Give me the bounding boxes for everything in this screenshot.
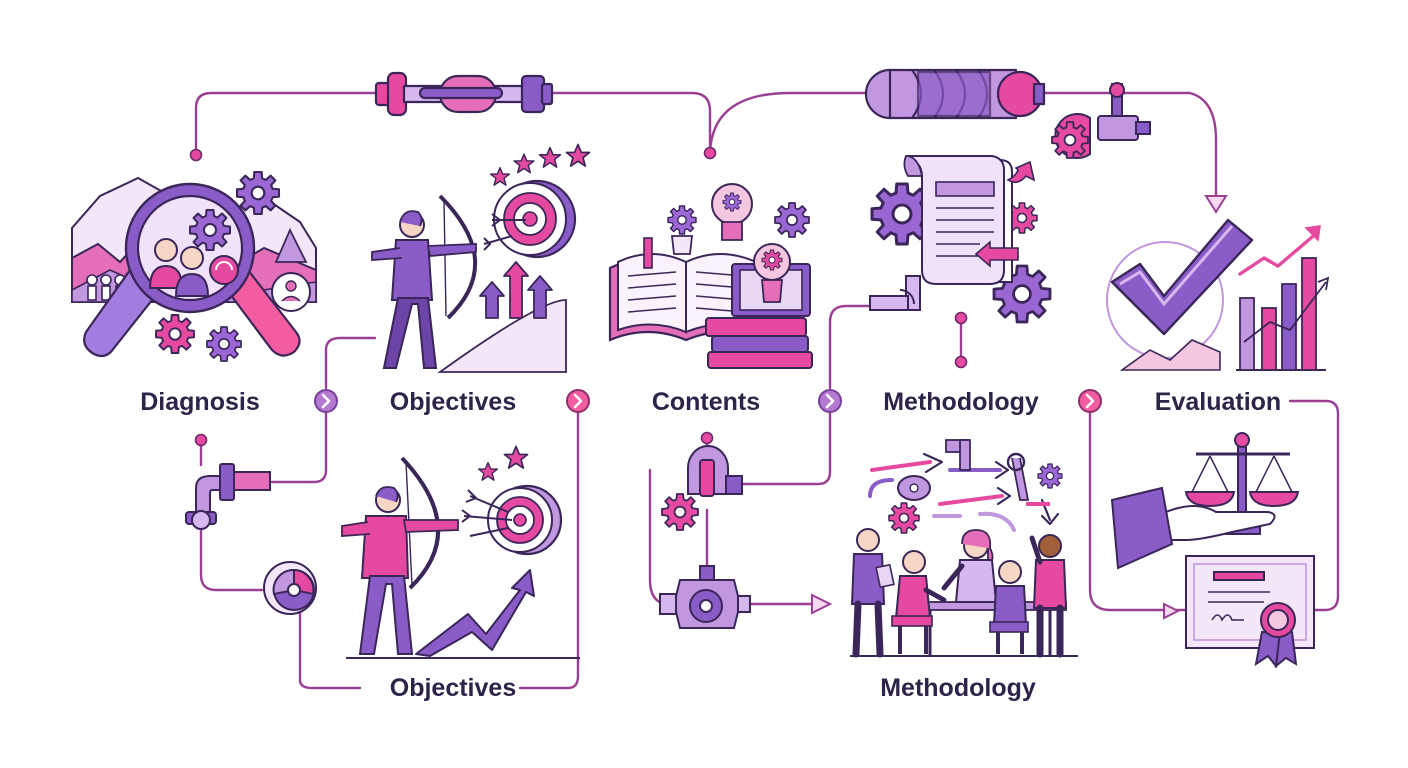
diagnosis-label: Diagnosis xyxy=(140,388,259,416)
chevron-right-icon xyxy=(566,389,590,413)
pipe-connector-icon xyxy=(864,68,1046,120)
certificate-icon xyxy=(1185,555,1315,669)
objectives-bottom-label: Objectives xyxy=(390,674,516,702)
arrowhead-methodology xyxy=(811,593,833,615)
methodology-bottom-illustration xyxy=(850,439,1078,658)
pipe-connector-icon xyxy=(374,71,554,117)
methodology-label: Methodology xyxy=(883,388,1039,416)
arrowhead-evaluation xyxy=(1204,195,1228,214)
valve-icon xyxy=(1051,82,1151,159)
methodology-top-illustration xyxy=(869,155,1052,324)
hand-icon xyxy=(1110,486,1276,570)
pipe-connector-icon xyxy=(185,463,317,615)
objectives-top-illustration xyxy=(371,143,591,373)
chevron-right-icon xyxy=(818,389,842,413)
methodology-bottom-label: Methodology xyxy=(880,674,1036,702)
contents-illustration xyxy=(608,183,813,369)
valve-icon xyxy=(659,445,751,629)
chevron-right-icon xyxy=(314,389,338,413)
evaluation-label: Evaluation xyxy=(1155,388,1281,416)
contents-label: Contents xyxy=(652,388,760,416)
diagnosis-illustration xyxy=(71,170,317,362)
arrowhead-certificate xyxy=(1163,602,1181,620)
evaluation-illustration xyxy=(1106,218,1330,371)
objectives-bottom-illustration xyxy=(341,445,580,659)
chevron-right-icon xyxy=(1078,389,1102,413)
connector-dots xyxy=(189,146,968,447)
objectives-label: Objectives xyxy=(390,388,516,416)
